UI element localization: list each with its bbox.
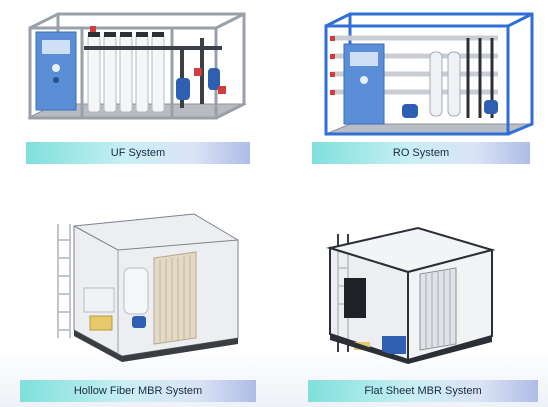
product-card-ro[interactable]: RO System — [300, 8, 540, 168]
flat-sheet-mbr-illustration — [324, 224, 496, 364]
product-card-hollow-fiber-mbr[interactable]: Hollow Fiber MBR System — [14, 210, 258, 407]
hollow-fiber-mbr-illustration — [54, 210, 244, 362]
ro-system-illustration — [308, 8, 536, 136]
hollow-fiber-mbr-caption: Hollow Fiber MBR System — [20, 380, 256, 402]
product-card-uf[interactable]: UF System — [14, 8, 258, 168]
flat-sheet-mbr-caption: Flat Sheet MBR System — [308, 380, 538, 402]
uf-system-illustration — [22, 8, 252, 134]
uf-system-caption: UF System — [26, 142, 250, 164]
ro-system-caption: RO System — [312, 142, 530, 164]
product-card-flat-sheet-mbr[interactable]: Flat Sheet MBR System — [300, 210, 540, 407]
